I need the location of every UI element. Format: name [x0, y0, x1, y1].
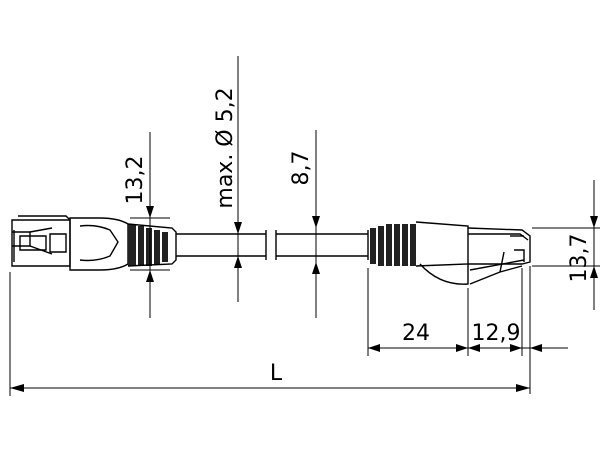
- dim-plug-height: 13,7: [532, 180, 600, 310]
- dim-boot-height-left: 13,2: [123, 132, 170, 318]
- right-connector: [367, 221, 531, 285]
- left-connector: [11, 215, 177, 271]
- dim-horizontal-lengths: 24 12,9: [367, 266, 568, 394]
- dim-label-13-2: 13,2: [123, 156, 148, 205]
- left-boot-ribs: [127, 223, 177, 267]
- dim-cable-diameter: max. Ø 5,2: [213, 56, 242, 302]
- dim-total-length: L: [9, 272, 530, 396]
- dim-label-8-7: 8,7: [289, 151, 314, 186]
- dim-label-L: L: [270, 361, 283, 386]
- dim-label-13-7: 13,7: [567, 234, 592, 283]
- cable: [176, 230, 368, 260]
- dim-label-12-9: 12,9: [472, 321, 521, 346]
- dim-label-max-diameter: max. Ø 5,2: [213, 87, 238, 208]
- dim-boot-height-right: 8,7: [289, 130, 320, 318]
- right-boot-ribs: [367, 224, 416, 266]
- dim-label-24: 24: [402, 321, 430, 346]
